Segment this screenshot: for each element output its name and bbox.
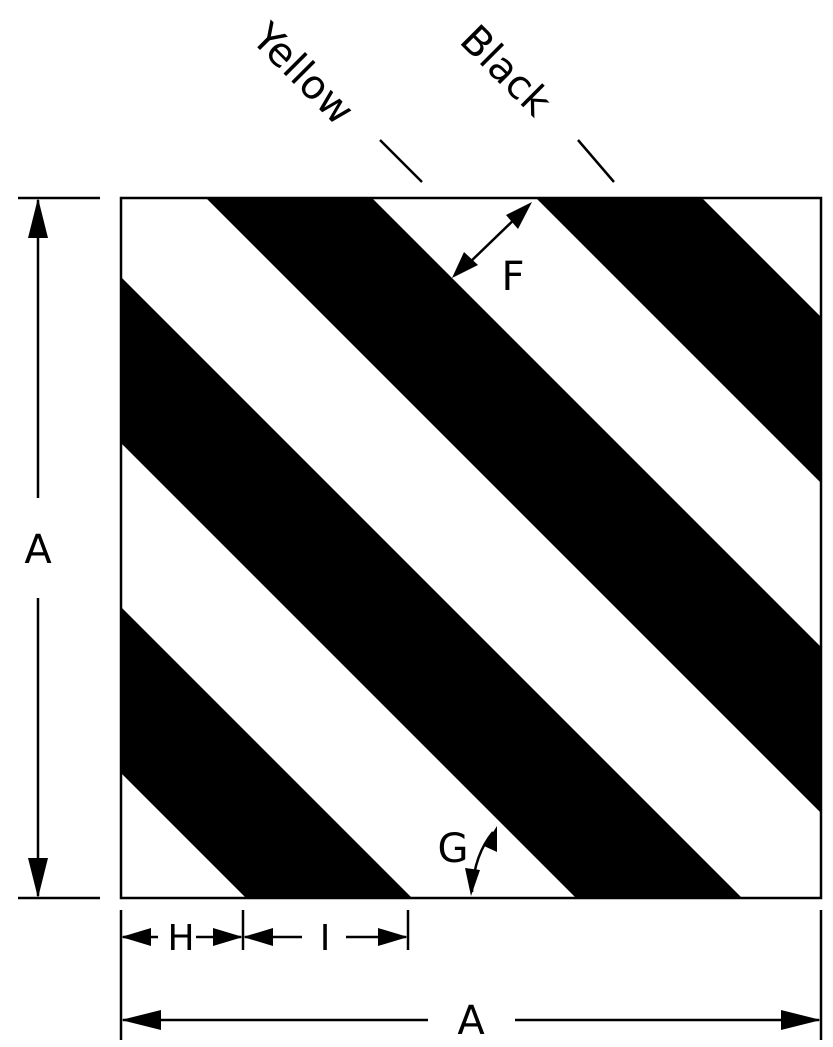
yellow-leader-line — [379, 139, 423, 183]
dimension-label-a-vertical: A — [24, 527, 52, 573]
arrowhead-g-upper — [484, 826, 497, 852]
dimension-label-g: G — [438, 826, 469, 872]
angle-dimension: G — [438, 826, 497, 896]
stripe-gap-dimension: F — [452, 202, 532, 300]
dimension-label-f: F — [501, 254, 524, 300]
black-label: Black — [451, 17, 561, 127]
black-stripe-1 — [536, 198, 821, 483]
black-leader-line — [577, 139, 615, 183]
yellow-label: Yellow — [242, 14, 362, 134]
black-stripe-3 — [121, 277, 742, 898]
black-stripe-2 — [206, 198, 821, 813]
arrowhead-h-right — [213, 928, 243, 946]
arrowhead-up — [28, 198, 48, 238]
arrowhead-down — [28, 858, 48, 898]
arrowhead-f-upper — [506, 202, 532, 229]
arrowhead-i-left — [243, 928, 273, 946]
dimension-label-h: H — [167, 918, 194, 959]
panel-outline — [119, 196, 823, 900]
arrowhead-g-lower — [465, 868, 480, 896]
black-stripe-4 — [121, 607, 412, 898]
arrowhead-right — [781, 1010, 821, 1030]
offset-and-width-dimensions: H I — [121, 910, 410, 959]
dimension-label-a-horizontal: A — [457, 998, 485, 1044]
dimension-label-i: I — [320, 918, 331, 959]
vertical-dimension-a: A — [18, 196, 100, 900]
arrowhead-h-left — [121, 928, 151, 946]
arrowhead-f-lower — [452, 252, 478, 278]
arrowhead-i-right — [378, 928, 408, 946]
stripe-group — [121, 198, 821, 898]
horizontal-dimension-a: A — [119, 910, 823, 1044]
arrowhead-left — [121, 1010, 161, 1030]
